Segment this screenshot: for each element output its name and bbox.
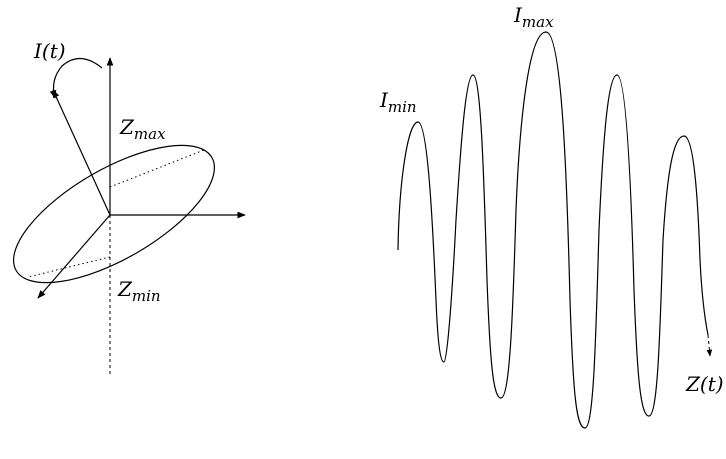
dotted-line-upper	[109, 149, 205, 188]
oscillation-curve	[397, 31, 709, 429]
i-min-label: Imin	[379, 88, 417, 116]
oscillation-wave-diagram: Imax Imin Z(t)	[379, 3, 724, 429]
trajectory-ellipse	[12, 144, 216, 284]
diagonal-axis	[37, 214, 111, 299]
rotation-arc	[49, 57, 103, 99]
current-label: I(t)	[33, 39, 66, 63]
current-vector	[52, 89, 111, 216]
curve-continuation-arrow	[706, 334, 713, 357]
z-t-label: Z(t)	[685, 372, 724, 396]
i-max-label: Imax	[513, 3, 554, 31]
polarization-ellipse-diagram: I(t) Zmax Zmin	[12, 39, 246, 376]
dotted-line-lower	[27, 256, 111, 278]
z-min-label: Zmin	[117, 277, 161, 305]
z-max-label: Zmax	[119, 115, 166, 143]
